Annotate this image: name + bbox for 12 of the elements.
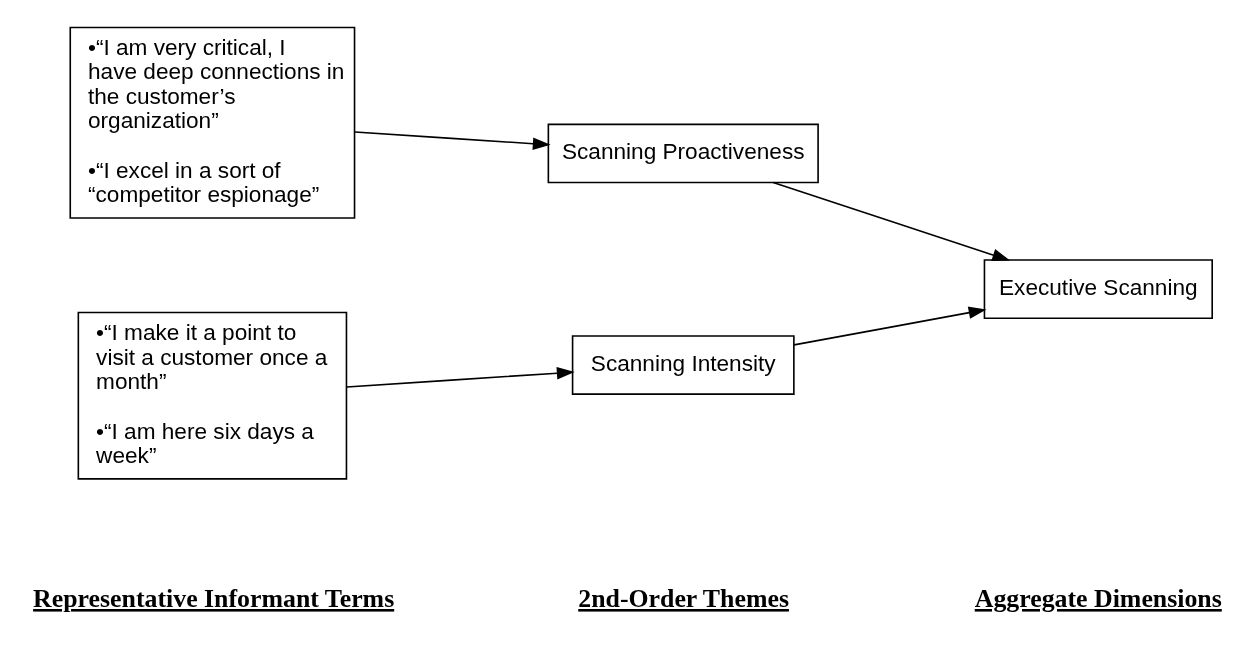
node-box: •“I am very critical, I have deep connections in the customer’s organization” •“I excel in a sort of “competitor espionage” — [69, 26, 356, 219]
arrow — [354, 130, 551, 150]
label: 2nd-Order Themes — [578, 583, 789, 613]
node-box: Scanning Proactiveness — [547, 123, 819, 183]
node-box: Executive Scanning — [983, 258, 1213, 319]
label: Representative Informant Terms — [33, 583, 395, 613]
arrow — [793, 306, 987, 346]
arrow — [772, 181, 1011, 261]
label: Aggregate Dimensions — [974, 583, 1222, 613]
node-box: Scanning Intensity — [571, 334, 795, 395]
node-box: •“I make it a point to visit a customer once a month” •“I am here six days a week” — [77, 311, 348, 480]
arrow — [345, 366, 575, 388]
